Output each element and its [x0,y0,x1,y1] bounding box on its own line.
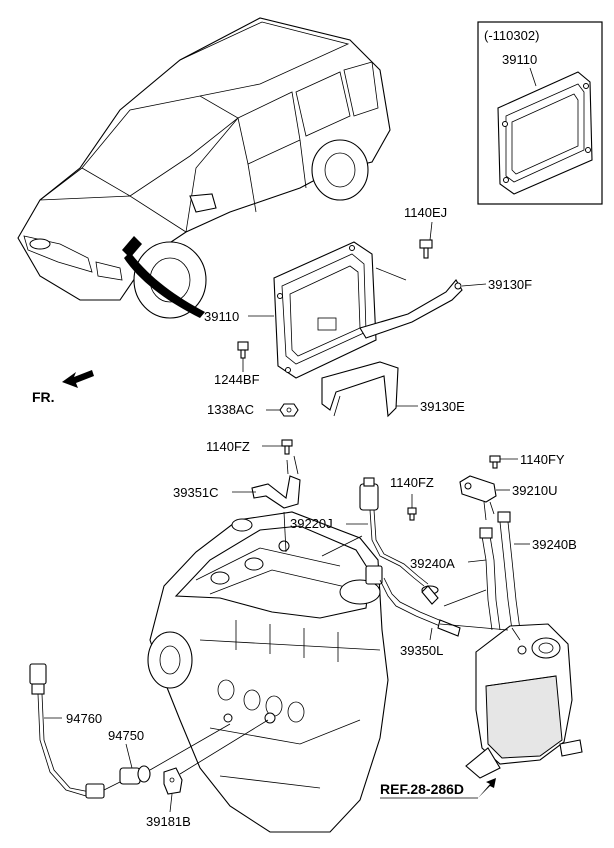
bolt-1140FY-icon [489,455,501,469]
ecu-main-icon [273,241,377,379]
ref-label: REF.28-286D [380,781,464,797]
bolt-1140EJ-icon [419,239,433,259]
oxygen-sensor-39220J-icon [359,477,439,605]
label-94750: 94750 [108,728,144,743]
nut-1338AC-icon [279,403,299,417]
label-39220J: 39220J [290,516,333,531]
sensor-39181B-icon [163,767,183,795]
hose-39240B-icon [497,511,521,631]
label-39181B: 39181B [146,814,191,829]
label-1338AC: 1338AC [207,402,254,417]
label-1140FZ-mid: 1140FZ [390,475,434,490]
connector-94760-icon [29,663,91,797]
bolt-1140FZ-top-icon [281,439,293,455]
label-1140FZ-top: 1140FZ [206,439,250,454]
inset-date-label: (-110302) [484,28,539,43]
catalytic-converter-icon [439,623,583,779]
bracket-39130F-icon [359,267,463,339]
front-label: FR. [32,389,55,405]
label-1140FY: 1140FY [520,452,565,467]
label-39240A: 39240A [410,556,455,571]
inset-box: (-110302) 39110 [477,21,603,205]
bolt-1244BF-icon [237,341,249,359]
label-39130F: 39130F [488,277,532,292]
pressure-sensor-39210U-icon [459,475,497,521]
vehicle-minivan-icon [17,17,391,319]
inset-part-label: 39110 [502,52,537,67]
label-39110: 39110 [204,309,239,324]
bolt-1140FZ-mid-icon [407,507,417,521]
front-direction-arrow-icon [62,370,94,388]
label-39351C: 39351C [173,485,219,500]
engine-block-icon [147,511,389,833]
label-39210U: 39210U [512,483,558,498]
label-1140EJ: 1140EJ [404,205,447,220]
bracket-39351C-icon [251,455,301,553]
label-39130E: 39130E [420,399,465,414]
bracket-39130E-icon [321,361,399,418]
label-1244BF: 1244BF [214,372,260,387]
label-39240B: 39240B [532,537,577,552]
inset-ecu-icon [497,71,593,195]
hose-39240A-icon [479,527,501,631]
knock-sensor-94750-icon [85,765,151,799]
label-94760: 94760 [66,711,102,726]
label-39350L: 39350L [400,643,443,658]
